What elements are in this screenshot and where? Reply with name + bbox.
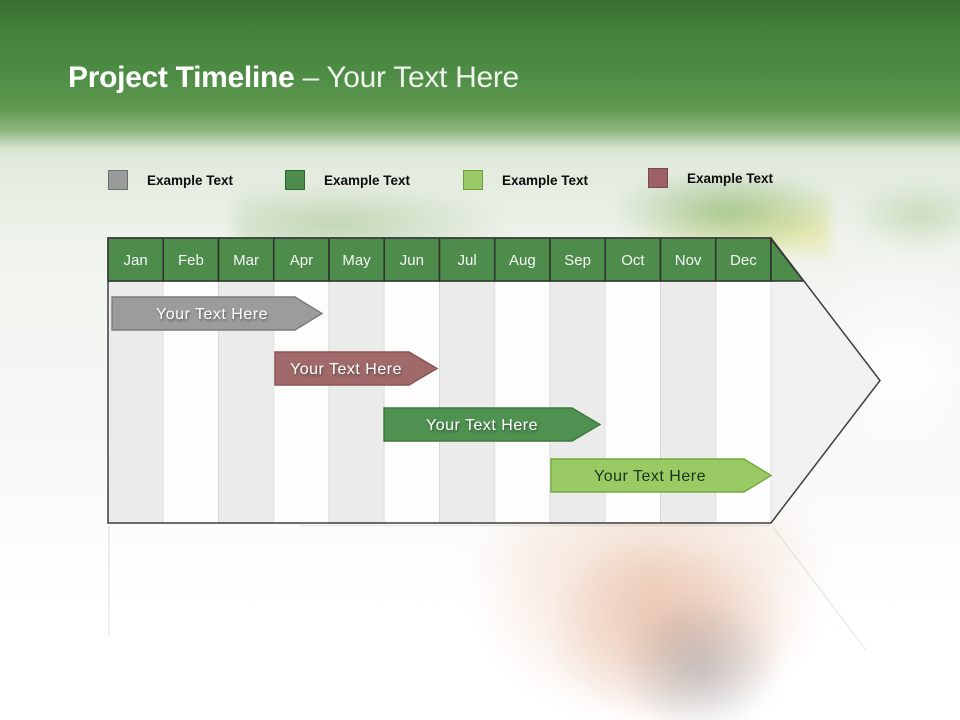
table-reflection [108, 524, 867, 651]
legend-swatch-light-green [463, 170, 483, 190]
month-label: Sep [564, 252, 591, 269]
month-label: Dec [730, 252, 757, 269]
month-header-cell[interactable] [383, 237, 441, 282]
column-jul [439, 280, 496, 524]
month-label: Jun [400, 252, 424, 269]
task-bar-label: Your Text Here [290, 361, 402, 378]
month-header-row: Jan Feb Mar Apr May Jun Jul Aug Sep Oct … [107, 236, 806, 282]
arrow-tip-fill [771, 238, 880, 523]
legend-item-maroon[interactable]: Example Text [648, 167, 773, 189]
legend-item-light-green[interactable]: Example Text [463, 169, 588, 191]
legend-item-gray[interactable]: Example Text [108, 169, 233, 191]
month-label: Aug [509, 252, 536, 269]
month-label: Jan [124, 252, 148, 269]
column-jun [383, 280, 440, 524]
page-title[interactable]: Project Timeline – Your Text Here [68, 58, 519, 97]
task-bar-light-green[interactable]: Your Text Here [550, 458, 773, 493]
title-placeholder-text: – Your Text Here [302, 61, 519, 94]
month-label: Mar [233, 252, 259, 269]
legend-swatch-dark-green [285, 170, 305, 190]
task-bar-gray[interactable]: Your Text Here [111, 296, 324, 331]
column-aug [494, 280, 551, 524]
legend-label: Example Text [147, 172, 234, 188]
month-header-cell[interactable] [162, 237, 220, 282]
legend-swatch-maroon [648, 168, 668, 188]
timeline-arrow-outline [107, 237, 881, 524]
legend-label: Example Text [324, 172, 411, 188]
month-header-cell[interactable] [328, 237, 386, 282]
task-bar-dark-green[interactable]: Your Text Here [383, 407, 602, 442]
legend-swatch-gray [108, 170, 128, 190]
month-label: Nov [675, 252, 702, 269]
month-header-cell[interactable] [272, 237, 330, 282]
task-bar-label: Your Text Here [594, 468, 706, 485]
task-bar-label: Your Text Here [426, 417, 538, 434]
month-label: May [342, 252, 371, 269]
task-bar-maroon[interactable]: Your Text Here [274, 351, 439, 386]
month-header-cell[interactable] [217, 237, 275, 282]
month-label: Apr [290, 252, 313, 269]
title-bold-text: Project Timeline [68, 61, 295, 94]
legend-label: Example Text [687, 170, 774, 186]
month-label: Jul [458, 252, 477, 269]
column-may [328, 280, 385, 524]
task-bar-label: Your Text Here [156, 306, 268, 323]
month-label: Feb [178, 252, 204, 269]
legend-label: Example Text [502, 172, 589, 188]
legend-item-dark-green[interactable]: Example Text [285, 169, 410, 191]
month-label: Oct [621, 252, 645, 269]
title-band [0, 0, 960, 160]
